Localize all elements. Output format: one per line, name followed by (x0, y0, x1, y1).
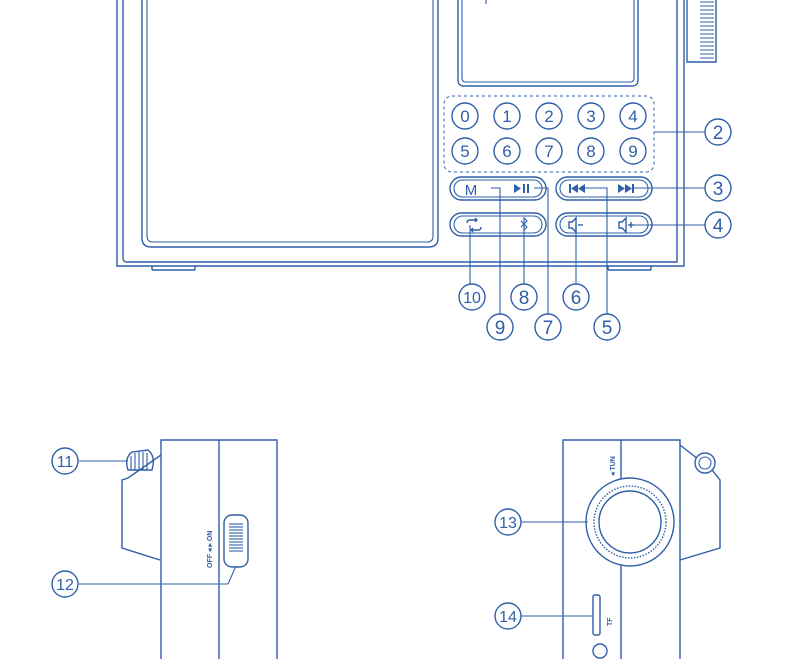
key-5-label: 5 (460, 142, 469, 161)
callout-14-label: 14 (499, 609, 517, 626)
key-6-label: 6 (502, 142, 511, 161)
headphone-jack[interactable] (592, 643, 608, 659)
callout-8 (510, 283, 538, 311)
button-row-2 (449, 212, 653, 237)
key-3[interactable] (577, 102, 605, 130)
display-screen (457, 0, 639, 87)
callout-10 (458, 283, 486, 311)
play-pause-icon (514, 184, 529, 193)
callout-13-label: 13 (499, 515, 517, 532)
right-side-view: ◂ TUN TF 13 14 (494, 439, 721, 659)
side-knob-left (125, 449, 155, 471)
callout-9 (486, 313, 514, 341)
display-inner (461, 0, 635, 83)
switch-label: OFF ◂ ▸ ON (207, 531, 214, 568)
callout-9-label: 9 (495, 318, 506, 339)
callout-12-label: 12 (56, 577, 74, 594)
key-4[interactable] (619, 102, 647, 130)
power-switch[interactable] (223, 514, 249, 568)
key-3-label: 3 (586, 107, 595, 126)
side-knob-right-inner (698, 456, 712, 470)
keypad-row-2: 5 6 7 8 9 (451, 137, 647, 165)
front-view: 0 1 2 3 4 5 6 7 8 9 M (116, 0, 717, 315)
tf-card-slot[interactable] (592, 594, 601, 636)
callouts-front: 2 3 4 10 8 6 9 7 5 (458, 118, 732, 341)
callout-6 (562, 283, 590, 311)
tuning-dial-face (598, 490, 662, 554)
key-8-label: 8 (586, 142, 595, 161)
callout-7 (534, 313, 562, 341)
key-7-label: 7 (544, 142, 553, 161)
button-row-1: M (449, 176, 653, 201)
loop-bluetooth-inner (453, 215, 543, 234)
leader-lines-front (469, 131, 705, 315)
bluetooth-icon (520, 216, 528, 232)
card-label: TF (607, 617, 614, 626)
top-tuning-knob (686, 0, 717, 63)
key-6[interactable] (493, 137, 521, 165)
radio-body (116, 0, 685, 267)
left-grip (121, 454, 162, 561)
tuning-label: ◂ TUN (610, 456, 617, 477)
key-8[interactable] (577, 137, 605, 165)
key-5[interactable] (451, 137, 479, 165)
key-7[interactable] (535, 137, 563, 165)
key-0[interactable] (451, 102, 479, 130)
callout-14 (494, 602, 522, 630)
callout-4 (704, 211, 732, 239)
speaker-panel-inner (146, 0, 434, 243)
keypad-group (443, 95, 655, 173)
speaker-panel (141, 0, 439, 248)
key-1-label: 1 (502, 107, 511, 126)
callout-2 (704, 118, 732, 146)
callout-10-label: 10 (463, 290, 481, 307)
callout-11-label: 11 (57, 454, 74, 471)
key-9-label: 9 (628, 142, 637, 161)
key-2-label: 2 (544, 107, 553, 126)
callout-3 (704, 174, 732, 202)
callout-2-label: 2 (713, 123, 724, 144)
callout-12 (51, 570, 79, 598)
left-side-view: OFF ◂ ▸ ON 11 12 (51, 439, 278, 659)
key-0-label: 0 (460, 107, 469, 126)
callout-5 (593, 313, 621, 341)
callout-8-label: 8 (519, 288, 530, 309)
callout-5-label: 5 (602, 318, 613, 339)
callout-6-label: 6 (571, 288, 582, 309)
callout-7-label: 7 (543, 318, 554, 339)
callout-4-label: 4 (713, 216, 724, 237)
keypad-row-1: 0 1 2 3 4 (451, 102, 647, 130)
body-inner-edge (122, 0, 678, 263)
key-9[interactable] (619, 137, 647, 165)
leader-12 (79, 565, 237, 585)
key-1[interactable] (493, 102, 521, 130)
side-knob-right (694, 452, 716, 474)
key-4-label: 4 (628, 107, 637, 126)
callout-3-label: 3 (713, 179, 724, 200)
loop-icon (466, 217, 482, 233)
key-2[interactable] (535, 102, 563, 130)
callout-13 (494, 508, 522, 536)
memory-label: M (465, 182, 478, 199)
switch-grip (229, 523, 243, 552)
callout-11 (51, 447, 79, 475)
tuning-dial-knurl (593, 485, 667, 559)
